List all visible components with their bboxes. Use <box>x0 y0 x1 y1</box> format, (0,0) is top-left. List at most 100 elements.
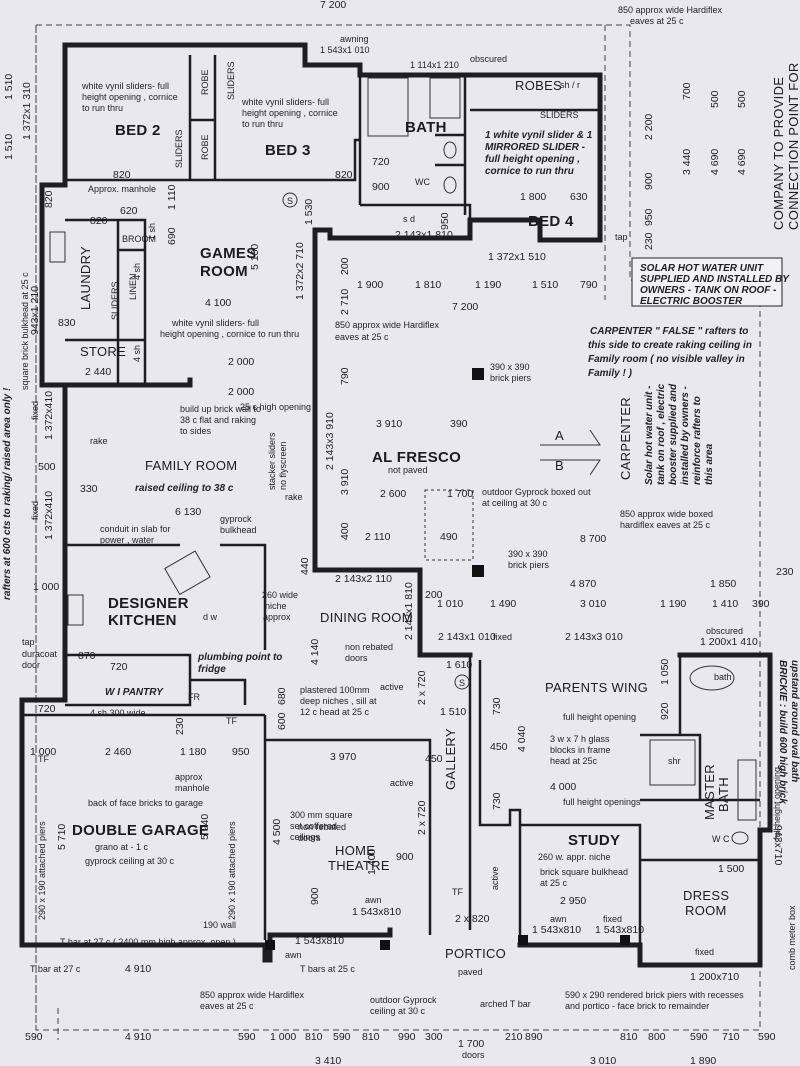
room-kitchen-1: DESIGNER <box>108 595 189 612</box>
note-tbars-portico: T bars at 25 c <box>300 964 355 974</box>
dim-450b: 450 <box>490 741 508 753</box>
dim-2440: 2 440 <box>85 366 111 378</box>
pier <box>472 368 484 380</box>
dim-2143x1810b: 2 143x1 810 <box>403 582 415 640</box>
room-parents-wing: PARENTS WING <box>545 680 648 695</box>
dim-top-7200: 7 200 <box>320 0 346 11</box>
dim-400: 400 <box>339 522 351 540</box>
dim-600: 600 <box>276 712 288 730</box>
kitchen-sink <box>164 550 211 596</box>
room-robes: ROBES <box>515 78 562 93</box>
dim-2x720b: 2 x 720 <box>416 800 428 835</box>
room-games-2: ROOM <box>200 263 248 280</box>
dim-right-4690a: 4 690 <box>709 149 721 175</box>
bottom-dimension: 300 <box>425 1031 443 1043</box>
dim-4000: 4 000 <box>550 781 576 793</box>
note-hardiflex-bottom-2: eaves at 25 c <box>200 1001 254 1011</box>
note-tap: tap <box>615 232 628 242</box>
bottom-dimension: 990 <box>398 1031 416 1043</box>
note-brick-wall-2: 38 c flat and raking <box>180 415 256 425</box>
room-bed2: BED 2 <box>115 122 161 139</box>
note-raised-ceiling: raised ceiling to 38 c <box>135 483 234 494</box>
marker-b: B <box>555 458 564 473</box>
note-theatre-doors-2: doors <box>298 833 321 843</box>
note-sliders-bed3-3: to run thru <box>242 119 283 129</box>
note-outdoor-gyprock-2: ceiling at 30 c <box>370 1006 426 1016</box>
note-sd: s d <box>403 214 415 224</box>
dim-2710: 2 710 <box>339 289 351 315</box>
bottom-dimension: 810 <box>620 1031 638 1043</box>
dim-4910a: 4 910 <box>125 963 151 975</box>
pier <box>472 565 484 577</box>
dim-3010b: 3 010 <box>590 1055 616 1066</box>
note-company-1: COMPANY TO PROVIDE <box>771 77 786 230</box>
dim-4100: 4 100 <box>205 297 231 309</box>
note-bath-tub: bath <box>714 672 732 682</box>
bottom-dimension: 800 <box>648 1031 666 1043</box>
note-solar-2: SUPPLIED AND INSTALLED BY <box>640 274 790 285</box>
bottom-dimension: 590 <box>758 1031 776 1043</box>
dim-2600: 2 600 <box>380 488 406 500</box>
note-piers-right: 290 x 190 attached piers <box>227 821 237 920</box>
dim-1610: 1 610 <box>446 659 472 671</box>
dim-920: 920 <box>659 702 671 720</box>
dim-7200-mid: 7 200 <box>452 301 478 313</box>
shower <box>429 77 461 119</box>
dim-790: 790 <box>339 367 351 385</box>
dim-1372x2710: 1 372x2 710 <box>294 242 306 300</box>
dim-right-700: 700 <box>681 82 693 100</box>
note-glass-1: 3 w x 7 h glass <box>550 734 610 744</box>
note-comb-meter: comb meter box <box>787 905 797 970</box>
dim-1010: 1 010 <box>437 598 463 610</box>
dim-900c: 900 <box>309 887 321 905</box>
dim-200: 200 <box>339 257 351 275</box>
room-kitchen-2: KITCHEN <box>108 612 177 629</box>
smoke-alarm-label: S <box>459 678 465 688</box>
dim-1372x1510: 1 372x1 510 <box>488 251 546 263</box>
note-dw: d w <box>203 612 218 622</box>
note-bulkhead-1: gyprock <box>220 514 252 524</box>
dim-1190: 1 190 <box>660 598 686 610</box>
room-bed3: BED 3 <box>265 142 311 159</box>
dim-1890: 1 890 <box>690 1055 716 1066</box>
external-walls <box>19 42 773 968</box>
dim-1700b: 1 700 <box>458 1038 484 1050</box>
note-garage-ceiling-1: grano at - 1 c <box>95 842 149 852</box>
toilet <box>443 176 457 194</box>
dim-1510b: 1 510 <box>440 706 466 718</box>
dim-1372x410b: 1 372x410 <box>43 491 55 540</box>
dim-730a: 730 <box>491 697 503 715</box>
dim-1200x1410: 1 200x1 410 <box>700 636 758 648</box>
note-nonrebated-1: non rebated <box>345 642 393 652</box>
dim-2143x1010: 2 143x1 010 <box>438 631 496 643</box>
fixtures: S S <box>49 77 757 845</box>
note-niche-3: approx <box>263 612 291 622</box>
marker-a: A <box>555 428 564 443</box>
dim-8700: 8 700 <box>580 533 606 545</box>
room-theatre-2: THEATRE <box>328 858 390 873</box>
dim-490: 490 <box>440 531 458 543</box>
note-mirrored-3: full height opening , <box>485 154 580 165</box>
dim-440: 440 <box>299 557 311 575</box>
note-mirrored-2: MIRRORED SLIDER - <box>485 142 586 153</box>
note-fixed1: fixed <box>493 632 512 642</box>
note-study-bulkhead-2: at 25 c <box>540 878 568 888</box>
dim-450a: 450 <box>425 753 443 765</box>
note-carpenter-2: this side to create raking ceiling in <box>588 340 752 351</box>
room-bed4: BED 4 <box>528 213 574 230</box>
note-rafters-left: rafters at 600 cts to raking/ raised are… <box>2 387 13 600</box>
note-tbar-garage: T bar at 27 c ( 2400 mm high approx. ope… <box>60 937 236 947</box>
note-tbar-bl: T bar at 27 c <box>30 964 81 974</box>
note-carpenter-3: Family room ( no visible valley in <box>588 354 745 365</box>
note-fixed5: fixed <box>30 501 40 520</box>
note-coffered-1: 300 mm square <box>290 810 353 820</box>
note-hardiflex-boxed-2: hardiflex eaves at 25 c <box>620 520 711 530</box>
note-bulkhead-left: square brick bulkhead at 25 c <box>20 272 30 390</box>
smoke-alarm-icon <box>282 192 298 208</box>
note-fixed3: fixed <box>695 947 714 957</box>
bathtub <box>367 77 409 137</box>
note-gyprock-2: at ceiling at 30 c <box>482 498 548 508</box>
note-stacker-2: no flyscreen <box>278 441 288 490</box>
note-hardiflex-bottom-1: 850 approx wide Hardiflex <box>200 990 305 1000</box>
